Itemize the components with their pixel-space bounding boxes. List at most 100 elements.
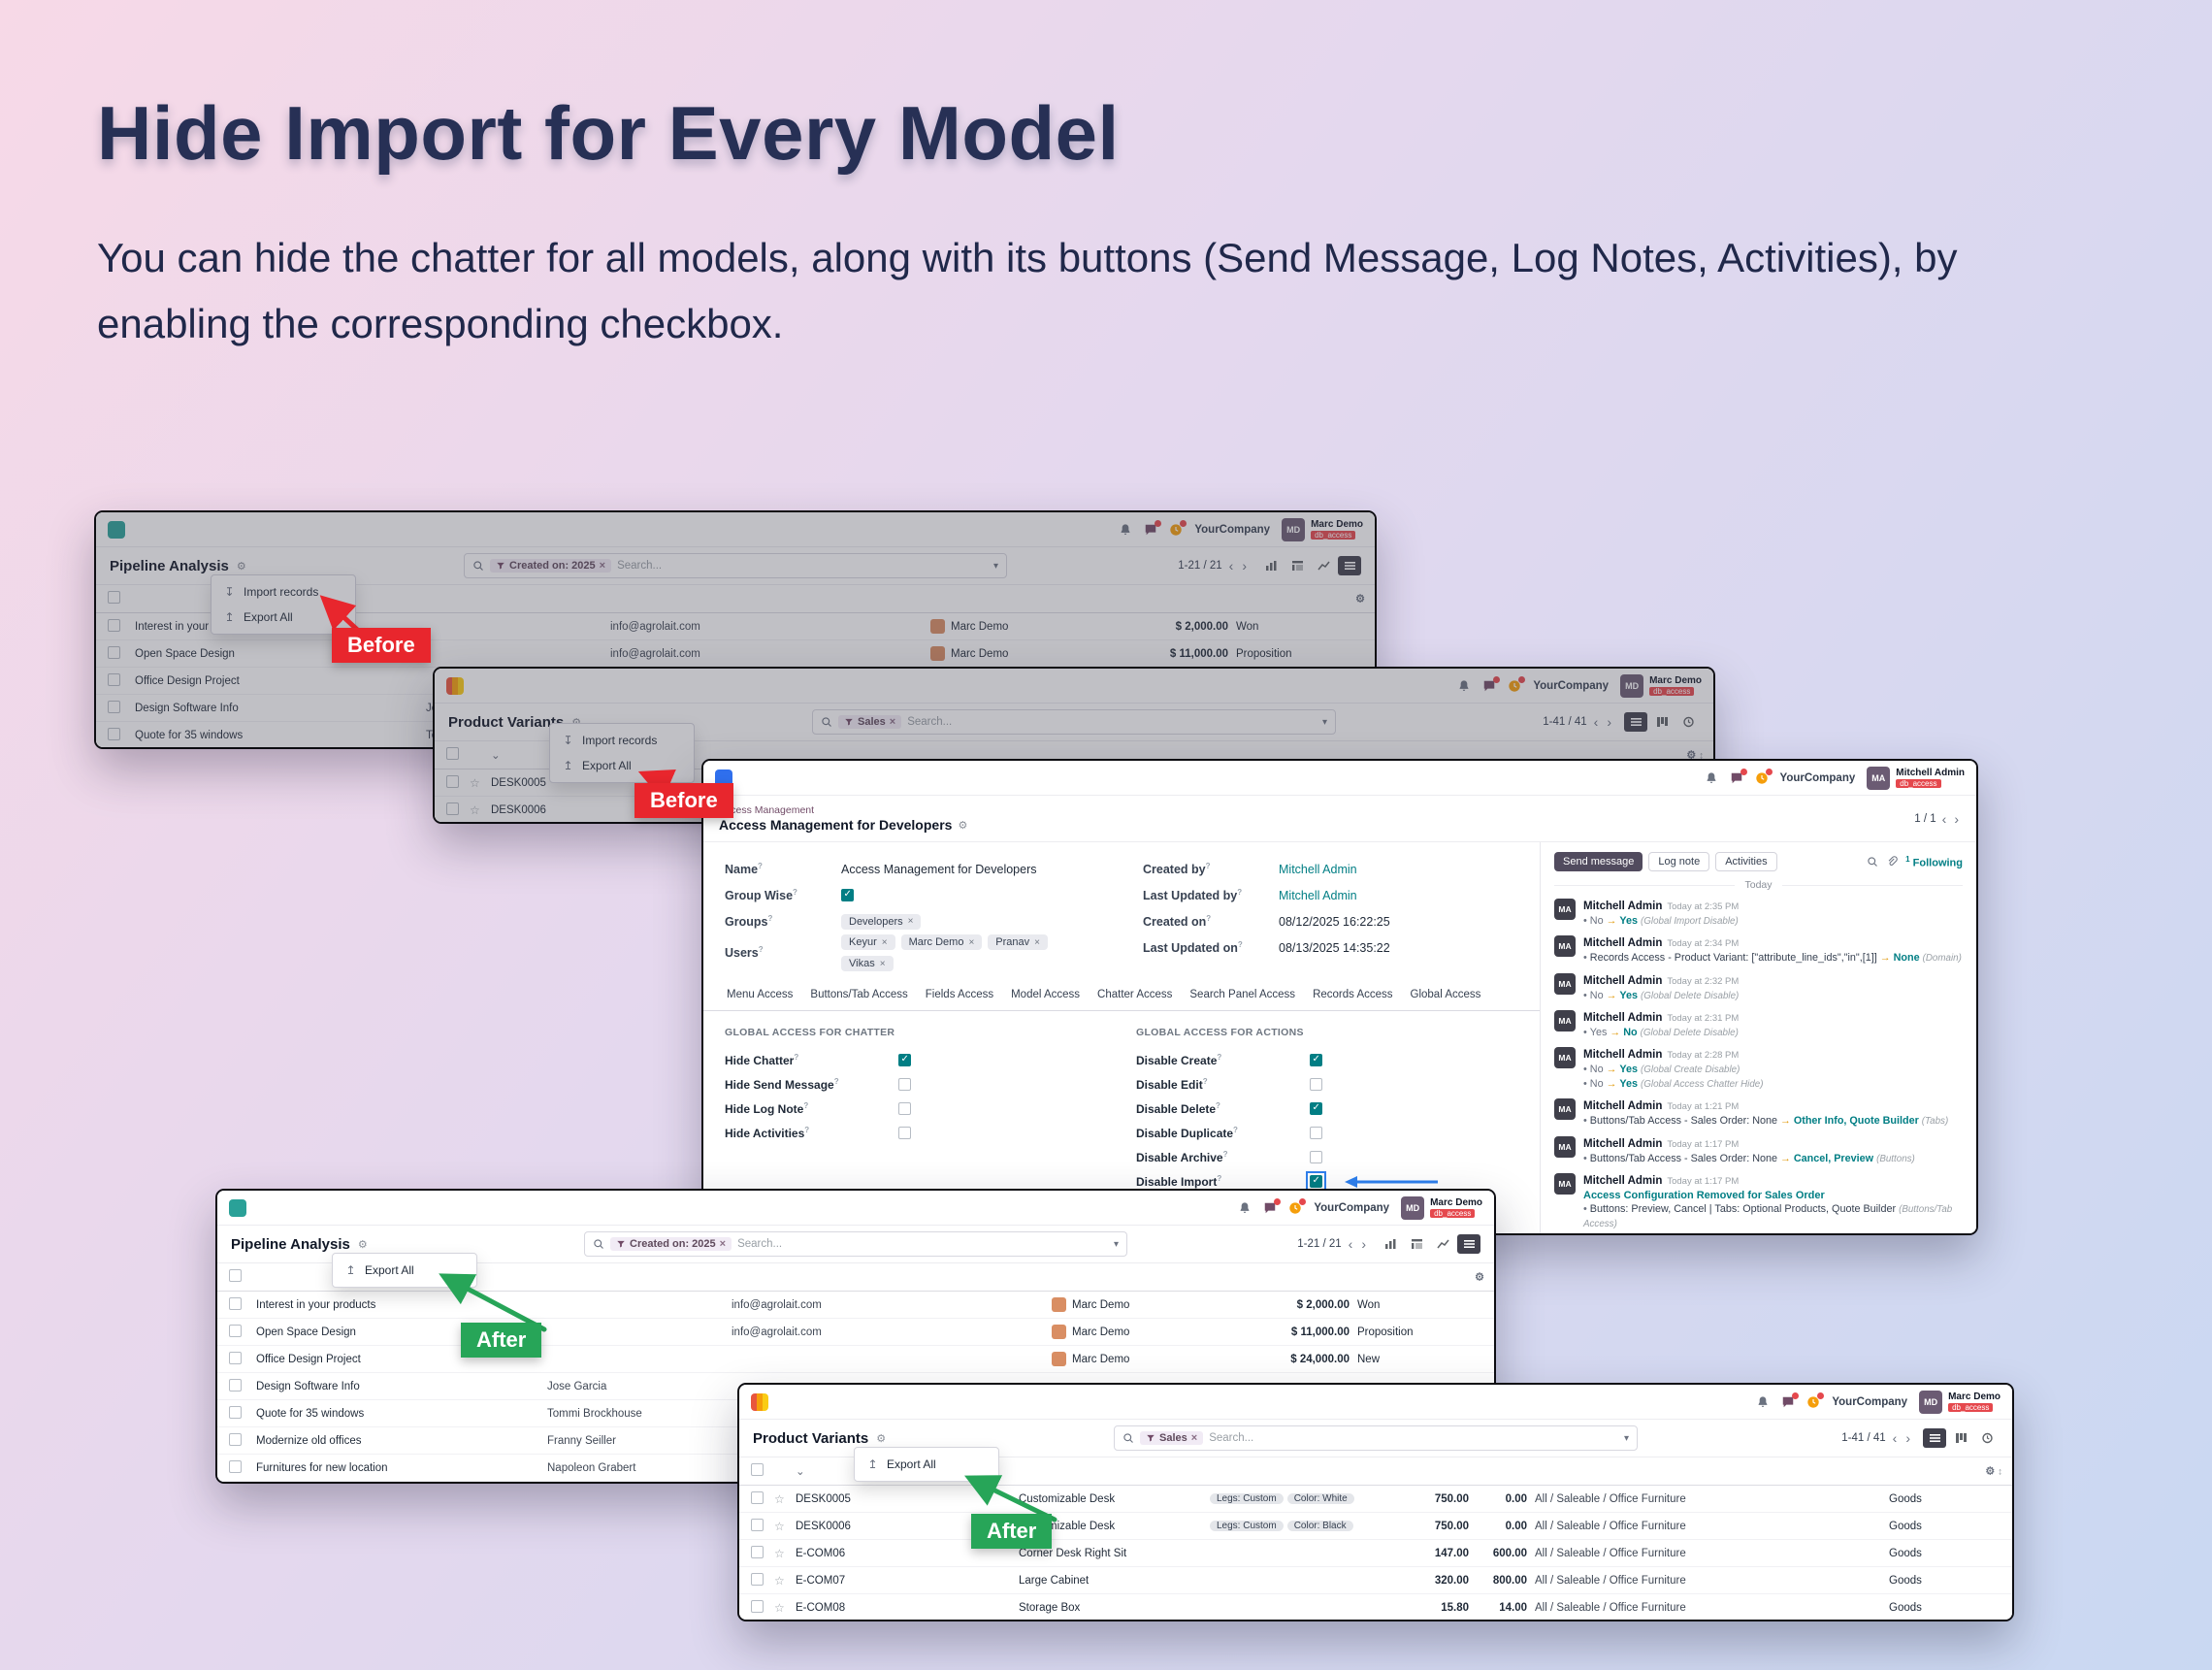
- company-switcher[interactable]: YourCompany: [1533, 679, 1610, 692]
- row-checkbox[interactable]: [229, 1378, 242, 1392]
- favorite-star-icon[interactable]: ☆: [470, 802, 480, 817]
- following-button[interactable]: 1 Following: [1905, 854, 1963, 869]
- remove-filter-icon[interactable]: ×: [1190, 1432, 1198, 1444]
- row-checkbox[interactable]: [229, 1432, 242, 1446]
- remove-tag-icon[interactable]: ×: [968, 936, 975, 948]
- tab[interactable]: Buttons/Tab Access: [810, 989, 908, 1000]
- favorite-star-icon[interactable]: ☆: [774, 1600, 785, 1615]
- row-checkbox[interactable]: [108, 618, 120, 632]
- search-dropdown-caret-icon[interactable]: ▾: [1623, 1432, 1629, 1444]
- tag[interactable]: Developers×: [841, 913, 922, 930]
- created-by-link[interactable]: Mitchell Admin: [1279, 862, 1357, 876]
- bar-chart-view-icon[interactable]: [1379, 1234, 1402, 1254]
- row-checkbox[interactable]: [229, 1296, 242, 1310]
- messages-icon[interactable]: [1144, 519, 1162, 537]
- sales-app-logo-icon[interactable]: [446, 676, 464, 695]
- table-row[interactable]: ☆ DESK0005 Customizable Desk Legs: Custo…: [739, 1486, 2012, 1513]
- dropdown-menu-item[interactable]: ↥ Export All: [224, 610, 293, 624]
- column-settings-icon[interactable]: ⚙: [1355, 593, 1365, 606]
- company-switcher[interactable]: YourCompany: [1194, 523, 1271, 536]
- activities-clock-icon[interactable]: [1806, 1392, 1825, 1409]
- activities-clock-icon[interactable]: [1288, 1197, 1307, 1215]
- search-dropdown-caret-icon[interactable]: ▾: [1321, 716, 1327, 728]
- row-checkbox[interactable]: [108, 700, 120, 713]
- record-next[interactable]: ›: [1954, 810, 1959, 827]
- actions-gear-icon[interactable]: ⚙: [357, 1238, 368, 1251]
- log-note-button[interactable]: Log note: [1648, 852, 1710, 871]
- activities-clock-icon[interactable]: [1755, 768, 1773, 785]
- table-row[interactable]: ☆ DESK0006 Customizable Desk Legs: Custo…: [739, 1513, 2012, 1540]
- table-row[interactable]: Office Design Project Marc Demo $ 24,000…: [217, 1346, 1494, 1373]
- table-row[interactable]: Open Space Design info@agrolait.com Marc…: [217, 1319, 1494, 1346]
- messages-icon[interactable]: [1781, 1392, 1800, 1409]
- list-view-icon[interactable]: [1624, 712, 1647, 732]
- row-checkbox[interactable]: [751, 1518, 764, 1531]
- row-checkbox[interactable]: [751, 1545, 764, 1558]
- tag[interactable]: Pranav×: [988, 934, 1048, 950]
- company-switcher[interactable]: YourCompany: [1779, 771, 1856, 784]
- table-row[interactable]: Interest in your products info@agrolait.…: [217, 1292, 1494, 1319]
- setting-checkbox[interactable]: [1310, 1175, 1322, 1188]
- row-checkbox[interactable]: [108, 645, 120, 659]
- breadcrumb-parent[interactable]: Access Management: [719, 804, 815, 816]
- activities-clock-icon[interactable]: [1169, 519, 1187, 537]
- filter-tag[interactable]: Sales×: [838, 715, 902, 729]
- row-checkbox[interactable]: [751, 1599, 764, 1613]
- remove-tag-icon[interactable]: ×: [879, 958, 886, 969]
- bell-icon[interactable]: [1756, 1395, 1770, 1409]
- favorite-star-icon[interactable]: ☆: [774, 1519, 785, 1533]
- table-row[interactable]: ☆ E-COM06 Corner Desk Right Sit 147.00 6…: [739, 1540, 2012, 1567]
- setting-checkbox[interactable]: [898, 1127, 911, 1139]
- row-checkbox[interactable]: [229, 1324, 242, 1337]
- send-message-button[interactable]: Send message: [1554, 852, 1643, 871]
- pager-prev[interactable]: ‹: [1228, 558, 1234, 573]
- setting-checkbox[interactable]: [1310, 1127, 1322, 1139]
- dropdown-menu-item[interactable]: ↥ Export All: [345, 1263, 414, 1277]
- search-dropdown-caret-icon[interactable]: ▾: [1113, 1238, 1119, 1250]
- select-all-checkbox[interactable]: [229, 1269, 242, 1282]
- pager-prev[interactable]: ‹: [1593, 714, 1599, 730]
- name-field[interactable]: Access Management for Developers: [841, 862, 1037, 876]
- bell-icon[interactable]: [1705, 771, 1718, 785]
- list-view-icon[interactable]: [1923, 1428, 1946, 1448]
- search-bar[interactable]: Sales× Search... ▾: [1114, 1425, 1638, 1451]
- bell-icon[interactable]: [1119, 523, 1132, 537]
- tag[interactable]: Vikas×: [841, 956, 894, 971]
- crm-app-logo-icon[interactable]: [229, 1198, 246, 1217]
- groups-field[interactable]: Developers×: [841, 913, 922, 930]
- filter-tag[interactable]: Sales×: [1140, 1431, 1204, 1445]
- tab[interactable]: Records Access: [1313, 989, 1393, 1000]
- line-chart-view-icon[interactable]: [1431, 1234, 1454, 1254]
- pager-next[interactable]: ›: [1242, 558, 1247, 573]
- row-checkbox[interactable]: [108, 672, 120, 686]
- record-actions-gear-icon[interactable]: ⚙: [958, 819, 968, 832]
- tab[interactable]: Search Panel Access: [1189, 989, 1296, 1000]
- pager-prev[interactable]: ‹: [1892, 1430, 1898, 1446]
- tab[interactable]: Global Access: [1410, 989, 1481, 1000]
- search-bar[interactable]: Created on: 2025× Search... ▾: [464, 553, 1007, 578]
- row-checkbox[interactable]: [446, 774, 459, 788]
- column-settings-icon[interactable]: ⚙: [1985, 1465, 2002, 1478]
- messages-icon[interactable]: [1730, 768, 1747, 785]
- bar-chart-view-icon[interactable]: [1259, 556, 1283, 575]
- setting-checkbox[interactable]: [898, 1102, 911, 1115]
- tag[interactable]: Keyur×: [841, 934, 895, 950]
- dropdown-menu-item[interactable]: ↧ Import records: [224, 585, 319, 599]
- select-all-checkbox[interactable]: [446, 747, 459, 760]
- tab[interactable]: Chatter Access: [1097, 989, 1173, 1000]
- row-checkbox[interactable]: [751, 1572, 764, 1586]
- dropdown-menu-item[interactable]: ↥ Export All: [867, 1457, 936, 1471]
- column-settings-icon[interactable]: ⚙: [1475, 1271, 1484, 1284]
- kanban-view-icon[interactable]: [1949, 1428, 1972, 1448]
- remove-filter-icon[interactable]: ×: [889, 716, 896, 728]
- bell-icon[interactable]: [1457, 679, 1471, 693]
- table-row[interactable]: ☆ E-COM07 Large Cabinet 320.00 800.00 Al…: [739, 1567, 2012, 1594]
- remove-tag-icon[interactable]: ×: [881, 936, 888, 948]
- search-bar[interactable]: Sales× Search... ▾: [812, 709, 1336, 735]
- row-checkbox[interactable]: [229, 1459, 242, 1473]
- actions-gear-icon[interactable]: ⚙: [236, 560, 246, 573]
- favorite-star-icon[interactable]: ☆: [470, 775, 480, 790]
- crm-app-logo-icon[interactable]: [108, 520, 125, 539]
